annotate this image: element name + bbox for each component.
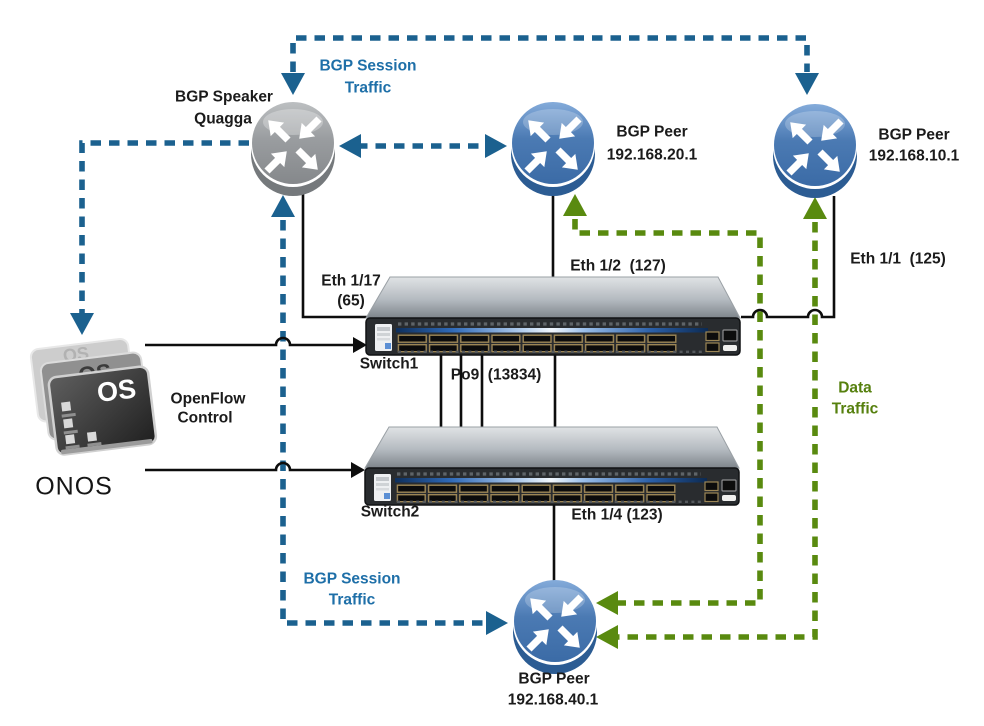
eth-1-2-label: Eth 1/2 (127) [570,257,666,275]
eth-1-17-label-line2: (65) [337,292,365,310]
data-traffic-line-peer10 [618,222,818,640]
bgp-session-top-label-line1: BGP Session [319,57,417,75]
bgp-peer-10-label-line2: 192.168.10.1 [868,147,960,165]
onos-node: OS OS OS [29,337,158,456]
openflow-cable-switch2 [145,461,351,472]
arrowhead-down-peer10 [795,73,819,95]
bgp-peer-40-router-icon [513,580,597,674]
bgp-peer-40-label-line1: BGP Peer [518,670,590,688]
arrowhead-right-peer40 [486,611,508,635]
arrowhead-up-peer20 [563,194,587,216]
arrowhead-down-quagga [281,73,305,95]
arrowhead-up-quagga-bottom [271,195,295,217]
eth-1-1-cable [741,196,836,319]
bgp-peer-20-label-line1: BGP Peer [616,123,688,141]
onos-card-front-os-text: OS [95,373,137,408]
eth-1-17-cable [301,191,368,319]
switch1-device [364,275,742,357]
onos-label: ONOS [35,472,113,501]
switch1-label: Switch1 [359,355,419,373]
bgp-session-bottom-line [280,220,486,626]
bgp-speaker-router-icon [251,102,335,196]
openflow-cable-switch1 [145,336,353,347]
arrowhead-openflow-switch1 [353,337,367,353]
arrowhead-left-quagga [339,134,361,158]
bgp-speaker-label-line2: Quagga [194,110,252,128]
bgp-speaker-onos-line [79,140,249,314]
openflow-label-line2: Control [177,409,233,427]
arrowhead-openflow-switch2 [351,462,365,478]
data-traffic-line-peer20 [572,219,763,606]
bgp-session-bottom-label-line2: Traffic [328,591,376,609]
arrowhead-left-peer40-upper [596,591,618,615]
bgp-session-bottom-label-line1: BGP Session [303,570,401,588]
bgp-peer-40-label-line2: 192.168.40.1 [507,691,599,709]
switch2-device [363,425,741,507]
bgp-peer-20-router-icon [511,102,595,196]
po9-label: Po9 (13834) [450,366,542,384]
openflow-label-line1: OpenFlow [170,390,246,408]
eth-1-4-label: Eth 1/4 (123) [571,506,663,524]
switch2-label: Switch2 [360,503,420,521]
arrowhead-down-onos [70,313,94,335]
bgp-speaker-label-line1: BGP Speaker [175,88,273,106]
data-traffic-label-line2: Traffic [831,400,879,418]
bgp-peer-20-label-line2: 192.168.20.1 [606,146,698,164]
bgp-session-top-line [290,35,810,72]
arrowhead-left-peer40-lower [596,625,618,649]
arrowhead-up-peer10 [803,197,827,219]
onos-card-front: OS [47,365,158,456]
arrowhead-right-peer20 [485,134,507,158]
eth-1-1-label: Eth 1/1 (125) [850,250,946,268]
bgp-session-top-label-line2: Traffic [344,79,392,97]
data-traffic-label-line1: Data [838,379,872,397]
eth-1-17-label-line1: Eth 1/17 [321,272,381,290]
bgp-peer-10-router-icon [773,104,857,198]
bgp-peer-10-label-line1: BGP Peer [878,126,950,144]
